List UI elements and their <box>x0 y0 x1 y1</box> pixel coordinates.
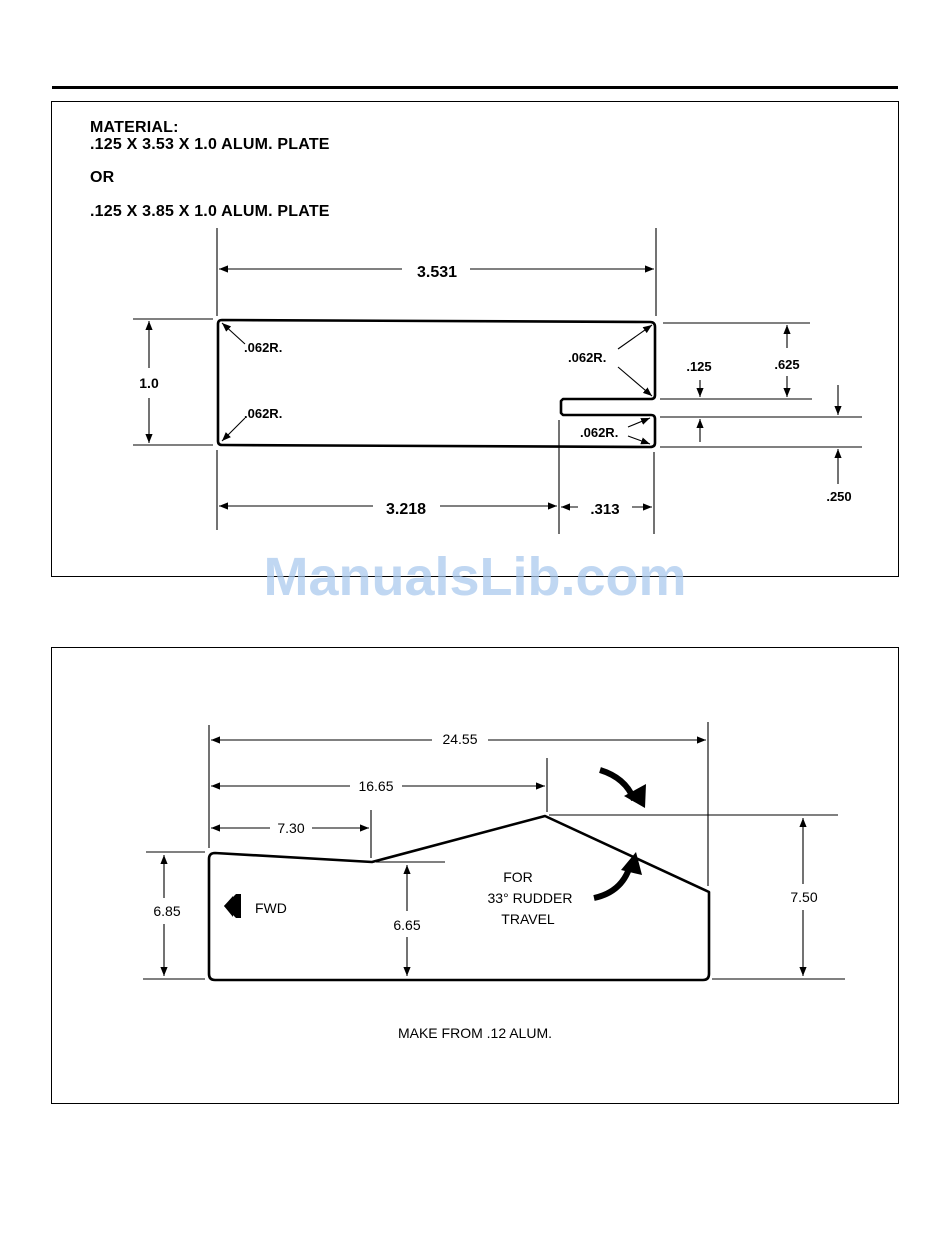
watermark: ManualsLib.com <box>0 546 950 608</box>
radius-bottom-right: .062R. <box>580 425 618 440</box>
extension-lines <box>133 228 862 534</box>
dimension-lines <box>149 269 838 507</box>
dim-overall-length: 3.531 <box>417 264 457 281</box>
radius-top-left: .062R. <box>244 340 282 355</box>
dim-height: 1.0 <box>139 375 159 391</box>
rudder-stop-drawing-panel <box>51 647 899 1104</box>
dim-slot-bottom: .250 <box>826 489 851 504</box>
dim-slot-width: .125 <box>686 359 711 374</box>
radius-bottom-left: .062R. <box>244 406 282 421</box>
bracket-dimension-labels: 3.531 1.0 3.218 .313 .125 .625 .250 .062… <box>139 264 851 518</box>
dim-slot-to-edge: 3.218 <box>386 501 426 518</box>
dim-slot-top: .625 <box>774 357 799 372</box>
dim-slot-depth: .313 <box>590 501 619 518</box>
radius-top-right: .062R. <box>568 350 606 365</box>
